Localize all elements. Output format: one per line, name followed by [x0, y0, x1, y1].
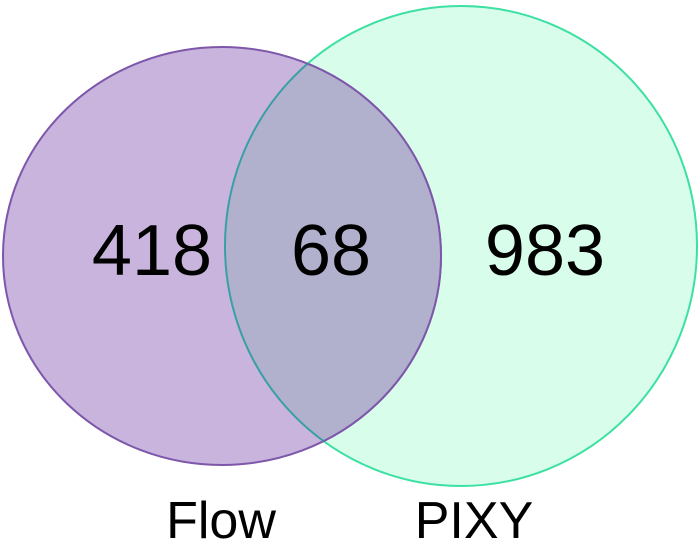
overlap-region [224, 47, 441, 465]
flow-set-label: Flow [166, 492, 276, 548]
pixy-set-label: PIXY [415, 492, 534, 548]
overlap-count: 68 [291, 211, 371, 291]
pixy-only-count: 983 [485, 211, 605, 291]
flow-circle-arc-overlay [225, 46, 442, 466]
flow-only-count: 418 [92, 211, 212, 291]
